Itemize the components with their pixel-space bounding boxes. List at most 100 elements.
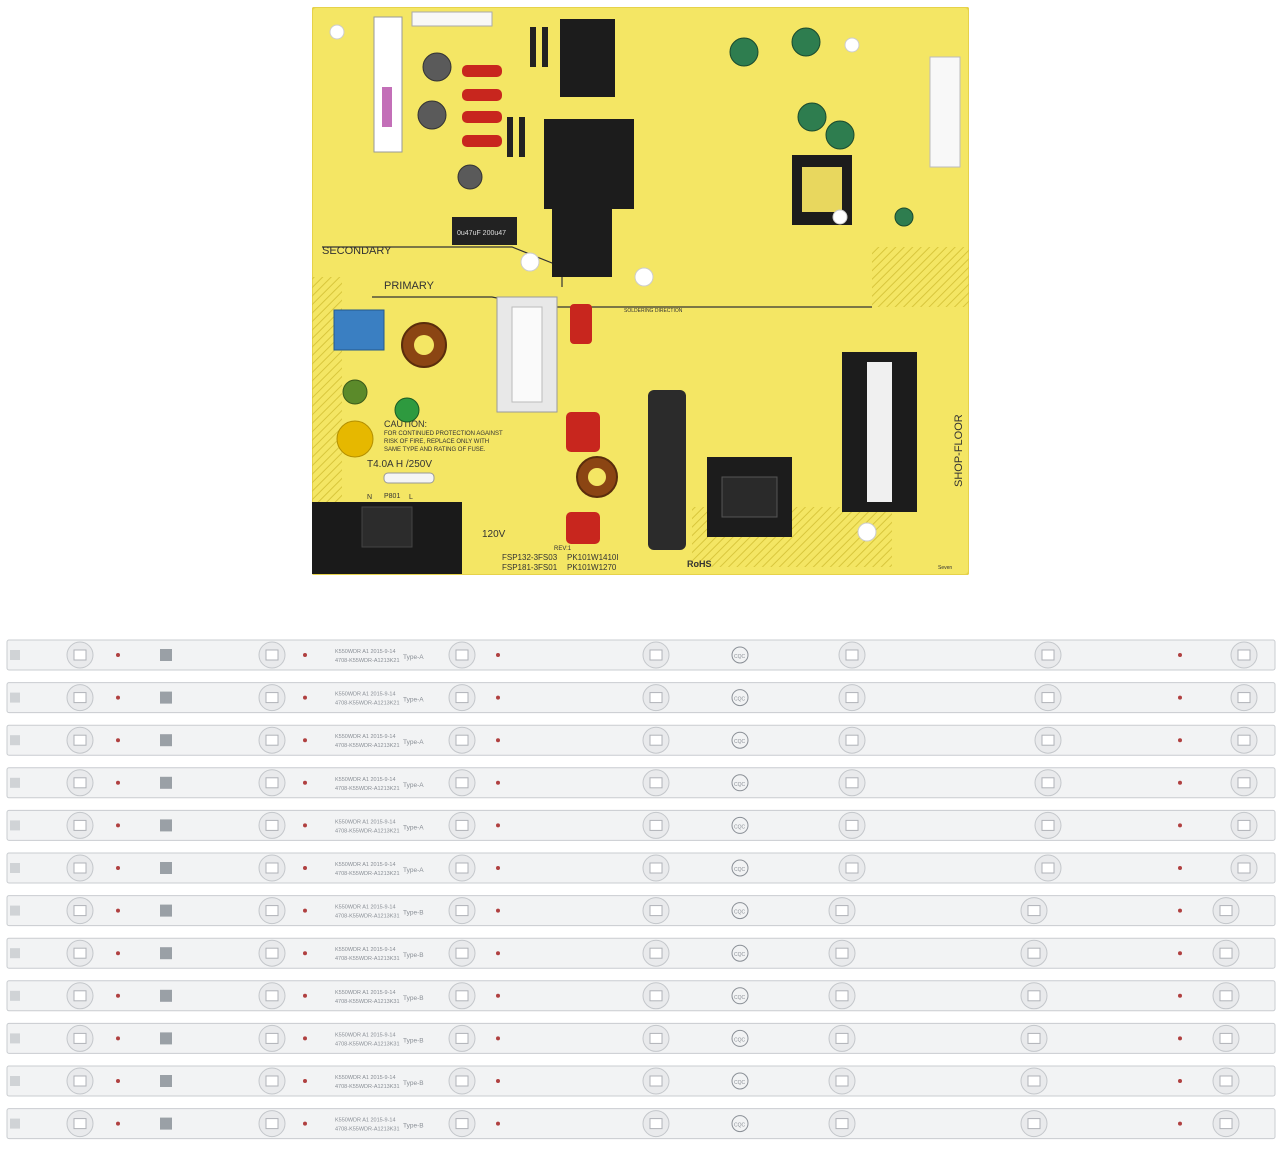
n-label: N [367, 494, 372, 501]
strip-dot [303, 1079, 307, 1083]
led-chip [455, 1118, 469, 1130]
strip-dot [116, 951, 120, 956]
strip-dot [1178, 653, 1182, 657]
led-chip [455, 990, 469, 1002]
strip-dot [496, 866, 500, 870]
led-chip [1041, 692, 1055, 704]
strip-dot [496, 1079, 500, 1083]
led-strip: K550WDR A1 2015-9-144708-K55WDR-A1213K31… [6, 937, 1276, 969]
strip-model-text: K550WDR A1 2015-9-14 [335, 862, 396, 868]
strip-connector [10, 692, 20, 703]
led-chip [73, 692, 87, 704]
fuse-rating: T4.0A H /250V [367, 459, 432, 470]
led-strip: K550WDR A1 2015-9-144708-K55WDR-A1213K31… [6, 1065, 1276, 1097]
red-capacitor [566, 412, 600, 452]
cqc-logo [731, 944, 749, 962]
diode [542, 27, 548, 67]
strip-dot [496, 1121, 500, 1126]
green-capacitor [825, 120, 855, 150]
rev-label: REV:1 [554, 546, 572, 552]
x-capacitor [333, 309, 385, 351]
p801-label: P801 [384, 493, 400, 500]
led-chip [265, 777, 279, 789]
strip-body [6, 1108, 1276, 1140]
led-chip [1237, 819, 1251, 831]
strip-model-text: K550WDR A1 2015-9-14 [335, 692, 396, 698]
led-chip [73, 819, 87, 831]
led-chip [455, 905, 469, 917]
led-chip [265, 734, 279, 746]
strip-part-text: 4708-K55WDR-A1213K21 [335, 828, 400, 834]
cqc-logo [731, 646, 749, 664]
electrolytic-capacitor [457, 164, 483, 190]
relay-block [560, 19, 615, 97]
led-chip [73, 777, 87, 789]
led-chip [73, 1075, 87, 1087]
led-chip [1041, 649, 1055, 661]
strip-connector [10, 905, 20, 916]
cqc-logo [731, 774, 749, 792]
led-chip [835, 1118, 849, 1130]
led-chip [455, 947, 469, 959]
power-supply-board-photo: SECONDARY PRIMARY CAUTION: FOR CONTINUED… [312, 7, 969, 575]
led-chip [1027, 905, 1041, 917]
strip-dot [116, 866, 120, 870]
strip-part-text: 4708-K55WDR-A1213K31 [335, 914, 400, 920]
cqc-logo [731, 1072, 749, 1090]
led-chip [265, 905, 279, 917]
led-chip [845, 777, 859, 789]
strip-dot [496, 951, 500, 956]
fuse [383, 472, 435, 484]
led-chip [845, 734, 859, 746]
strip-dot [303, 823, 307, 828]
led-chip [1237, 649, 1251, 661]
strip-dot [1178, 738, 1182, 743]
cqc-logo [731, 1029, 749, 1047]
led-chip [1237, 692, 1251, 704]
strip-body [6, 682, 1276, 714]
strip-body [6, 767, 1276, 799]
strip-dot [116, 993, 120, 998]
led-chip [73, 990, 87, 1002]
sticker-mark [382, 87, 392, 127]
strip-part-text: 4708-K55WDR-A1213K31 [335, 1084, 400, 1090]
toroid-coil-center [588, 468, 606, 486]
led-chip [1219, 905, 1233, 917]
strip-part-text: 4708-K55WDR-A1213K21 [335, 658, 400, 664]
diode [530, 27, 536, 67]
soldering-direction: SOLDERING DIRECTION [624, 308, 683, 314]
transformer-base [552, 207, 612, 277]
l-label: L [409, 494, 413, 501]
led-chip [1041, 862, 1055, 874]
strip-model-text: K550WDR A1 2015-9-14 [335, 905, 396, 911]
led-strip: K550WDR A1 2015-9-144708-K55WDR-A1213K21… [6, 809, 1276, 841]
led-chip [265, 649, 279, 661]
led-strip: K550WDR A1 2015-9-14 4708-K55WDR-A1213K31… [6, 895, 1276, 927]
model-2: FSP181-3FS01 [502, 563, 558, 572]
small-transformer-core [802, 167, 842, 212]
barcode-sticker [373, 16, 403, 153]
led-chip [73, 947, 87, 959]
strip-type-label: Type-B [403, 952, 424, 959]
cqc-logo-text: CQC [734, 824, 746, 830]
led-strip: K550WDR A1 2015-9-144708-K55WDR-A1213K31… [6, 980, 1276, 1012]
strip-model-text: K550WDR A1 2015-9-14 [335, 990, 396, 996]
green-thermistor [394, 397, 420, 423]
strip-dot [116, 823, 120, 828]
cqc-logo [731, 731, 749, 749]
cqc-logo [731, 987, 749, 1005]
led-chip [265, 947, 279, 959]
led-chip [835, 1032, 849, 1044]
strip-dot [496, 823, 500, 828]
strip-dot [116, 653, 120, 657]
strip-dot [303, 695, 307, 700]
led-strip-group: K550WDR A1 2015-9-14 4708-K55WDR-A1213K21… [6, 639, 1276, 1140]
strip-type-label: Type-B [403, 1080, 424, 1087]
strip-dot [303, 1036, 307, 1041]
strip-connector [10, 777, 20, 788]
strip-barcode [160, 776, 172, 789]
bottom-inductor-core [721, 476, 778, 518]
strip-model-text: K550WDR A1 2015-9-14 [335, 1032, 396, 1038]
led-strip: K550WDR A1 2015-9-144708-K55WDR-A1213K21… [6, 724, 1276, 756]
green-capacitor [729, 37, 759, 67]
